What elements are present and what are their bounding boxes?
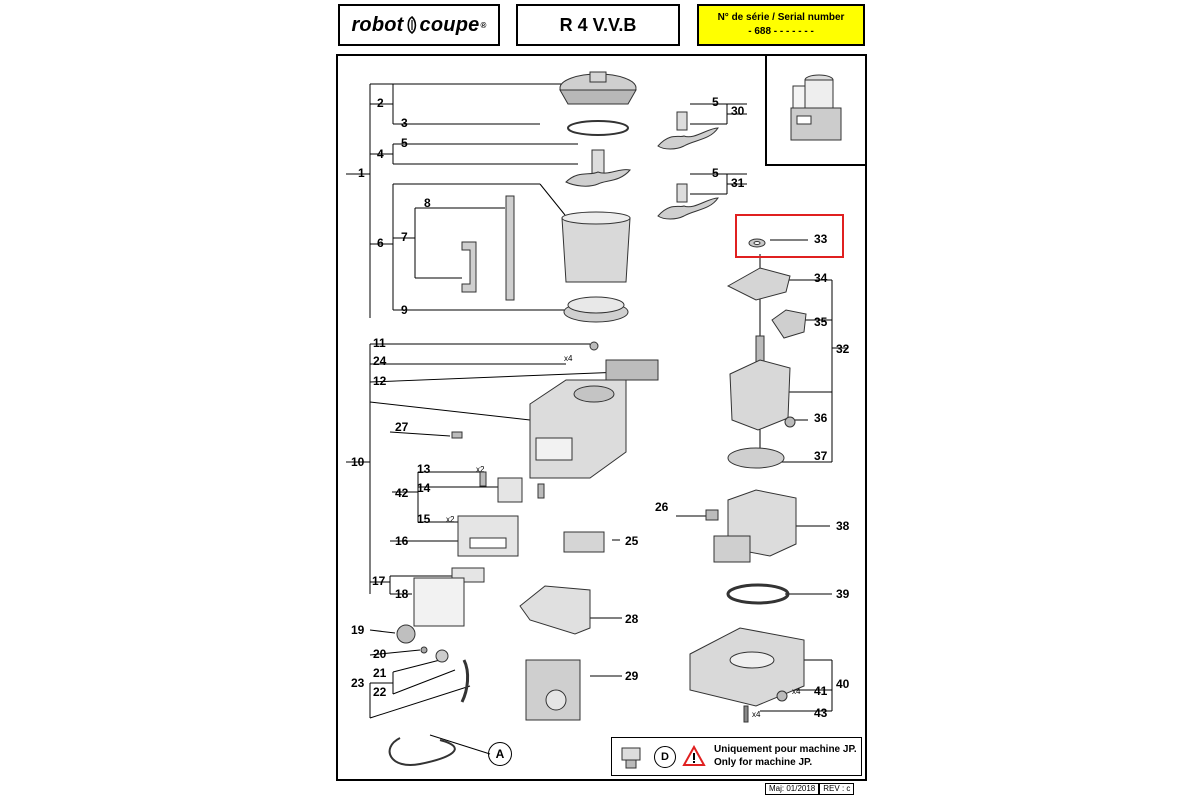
callout-34: 34 xyxy=(814,271,828,285)
callout-27: 27 xyxy=(395,420,409,434)
serial-value: - 688 - - - - - - - xyxy=(748,26,814,37)
callout-25: 25 xyxy=(625,534,639,548)
callout-42: 42 xyxy=(395,486,409,500)
callout-37: 37 xyxy=(814,449,828,463)
callout-43: 43 xyxy=(814,706,828,720)
jp-only-note: D Uniquement pour machine JP. Only for m… xyxy=(611,737,862,776)
callout-30: 30 xyxy=(731,104,745,118)
callout-15: 15 xyxy=(417,512,431,526)
callout-38: 38 xyxy=(836,519,850,533)
callout-36: 36 xyxy=(814,411,828,425)
callout-22: 22 xyxy=(373,685,387,699)
callout-A: A xyxy=(488,742,512,766)
model-name: R 4 V.V.B xyxy=(516,4,680,46)
callout-5-blade-b: 5 xyxy=(712,166,719,180)
callout-5: 5 xyxy=(401,136,408,150)
logo-swirl-icon xyxy=(406,16,416,34)
callout-23: 23 xyxy=(351,676,365,690)
callout-11: 11 xyxy=(373,336,386,350)
qty-13: x2 xyxy=(476,465,485,474)
brand-right: coupe xyxy=(419,13,480,36)
callout-1: 1 xyxy=(358,166,365,180)
brand-registered: ® xyxy=(480,20,487,30)
callout-6: 6 xyxy=(377,236,384,250)
qty-43: x4 xyxy=(752,710,761,719)
brand-logo: robot coupe ® xyxy=(338,4,500,46)
callout-20: 20 xyxy=(373,647,387,661)
callout-32: 32 xyxy=(836,342,850,356)
callout-10: 10 xyxy=(351,455,365,469)
callout-19: 19 xyxy=(351,623,365,637)
callout-33: 33 xyxy=(814,232,828,246)
callout-16: 16 xyxy=(395,534,409,548)
diagram-frame xyxy=(336,54,867,781)
callout-39: 39 xyxy=(836,587,850,601)
callout-21: 21 xyxy=(373,666,387,680)
callout-12: 12 xyxy=(373,374,387,388)
callout-41: 41 xyxy=(814,684,828,698)
callout-35: 35 xyxy=(814,315,828,329)
machine-thumbnail xyxy=(765,54,867,166)
callout-3: 3 xyxy=(401,116,408,130)
callout-D: D xyxy=(654,746,676,768)
note-french: Uniquement pour machine JP. xyxy=(714,744,857,755)
callout-26: 26 xyxy=(655,500,669,514)
callout-5-blade-a: 5 xyxy=(712,95,719,109)
brand-left: robot xyxy=(351,13,404,36)
callout-13: 13 xyxy=(417,462,431,476)
qty-24: x4 xyxy=(564,354,573,363)
callout-18: 18 xyxy=(395,587,409,601)
callout-31: 31 xyxy=(731,176,745,190)
callout-9: 9 xyxy=(401,303,408,317)
plug-adapter-icon xyxy=(621,747,641,769)
callout-14: 14 xyxy=(417,481,431,495)
callout-28: 28 xyxy=(625,612,639,626)
callout-17: 17 xyxy=(372,574,386,588)
callout-40: 40 xyxy=(836,677,850,691)
callout-7: 7 xyxy=(401,230,408,244)
note-english: Only for machine JP. xyxy=(714,757,813,768)
qty-41: x4 xyxy=(792,687,801,696)
revision-code: REV : c xyxy=(819,783,855,795)
serial-label: N° de série / Serial number xyxy=(717,12,845,23)
callout-4: 4 xyxy=(377,147,384,161)
update-date: Maj: 01/2018 xyxy=(765,783,820,795)
machine-thumbnail-icon xyxy=(790,74,842,141)
callout-8: 8 xyxy=(424,196,431,210)
serial-number-box: N° de série / Serial number - 688 - - - … xyxy=(697,4,865,46)
highlight-part-33 xyxy=(735,214,844,258)
revision-footer: Maj: 01/2018 REV : c xyxy=(765,783,855,795)
callout-29: 29 xyxy=(625,669,639,683)
warning-icon xyxy=(682,745,706,766)
qty-15: x2 xyxy=(446,515,455,524)
callout-24: 24 xyxy=(373,354,387,368)
callout-2: 2 xyxy=(377,96,384,110)
